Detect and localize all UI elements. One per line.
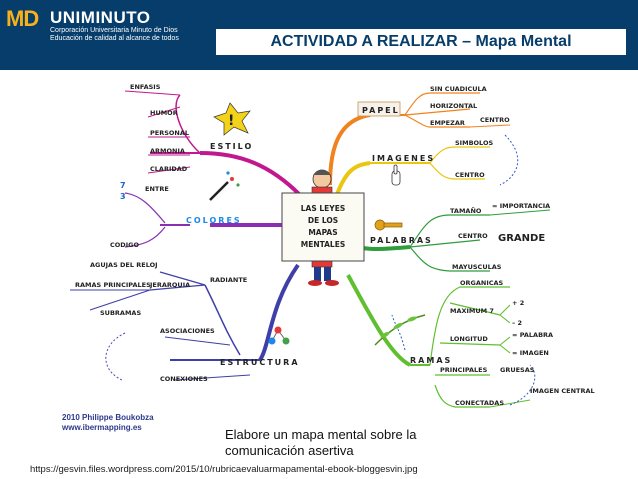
exclamation-icon: !: [213, 102, 251, 136]
task-instruction: Elabore un mapa mental sobre la comunica…: [225, 427, 417, 459]
papel-item-horizontal: HORIZONTAL: [430, 102, 477, 110]
svg-text:!: !: [228, 113, 234, 129]
imagenes-item-simbolos: SIMBOLOS: [455, 139, 493, 147]
number-three: 3: [120, 192, 126, 201]
estilo-item-enfasis: ENFASIS: [130, 83, 161, 91]
estructura-item-jerarquia: JERARQUIA: [149, 281, 190, 289]
branch-ramas: RAMAS ORGANICAS MAXIMUM 7 + 2 – 2 LONGIT…: [346, 274, 595, 408]
credit-website: www.ibermapping.es: [62, 423, 142, 432]
logo-md-mark: MD: [6, 6, 39, 31]
ramas-item-imagen-central: IMAGEN CENTRAL: [530, 387, 595, 395]
estructura-item-ramas-principales: RAMAS PRINCIPALES: [75, 281, 151, 289]
ramas-item-longitud: LONGITUD: [450, 335, 488, 343]
palabras-item-importancia: = IMPORTANCIA: [492, 202, 550, 210]
ramas-item-gruesas: GRUESAS: [500, 366, 535, 374]
center-line-1: LAS LEYES: [301, 204, 345, 213]
palabras-item-grande: GRANDE: [498, 233, 545, 244]
estilo-label: ESTILO: [210, 142, 253, 151]
colores-item-entre: ENTRE: [145, 185, 169, 193]
palabras-label: PALABRAS: [370, 236, 433, 245]
credit-author: 2010 Philippe Boukobza: [62, 413, 154, 422]
palabras-item-centro: CENTRO: [458, 232, 488, 240]
ramas-item-minus-two: – 2: [512, 319, 522, 327]
mind-map: ESTILO ENFASIS HUMOR PERSONAL ARMONIA CL…: [70, 83, 595, 408]
ramas-item-imagen: = IMAGEN: [512, 349, 549, 357]
branch-colores: COLORES ENTRE CODIGO 7 3: [110, 171, 293, 249]
estructura-item-radiante: RADIANTE: [210, 276, 247, 284]
ramas-item-maximum: MAXIMUM 7: [450, 307, 494, 315]
palabras-item-mayusculas: MAYUSCULAS: [452, 263, 502, 271]
leaf-branch-icon: [374, 314, 426, 346]
molecule-icon: [268, 326, 290, 345]
colores-label: COLORES: [186, 216, 242, 225]
center-line-3: MAPAS: [308, 228, 337, 237]
estilo-item-claridad: CLARIDAD: [150, 165, 188, 173]
estilo-item-personal: PERSONAL: [150, 129, 189, 137]
estilo-item-armonia: ARMONIA: [150, 147, 185, 155]
magic-wand-icon: [209, 171, 240, 201]
estructura-label: ESTRUCTURA: [220, 358, 300, 367]
key-icon: [374, 219, 403, 231]
pointer-hand-icon: [391, 164, 401, 186]
header-banner: MD UNIMINUTO Corporación Universitaria M…: [0, 0, 638, 70]
ramas-item-palabra: = PALABRA: [512, 331, 553, 339]
task-line-2: comunicación asertiva: [225, 443, 354, 458]
branch-estructura: ESTRUCTURA AGUJAS DEL RELOJ RAMAS PRINCI…: [70, 261, 300, 383]
estructura-item-asociaciones: ASOCIACIONES: [160, 327, 215, 335]
ramas-item-principales: PRINCIPALES: [440, 366, 488, 374]
papel-item-centro: CENTRO: [480, 116, 510, 124]
estructura-item-agujas: AGUJAS DEL RELOJ: [90, 261, 158, 269]
estructura-item-conexiones: CONEXIONES: [160, 375, 208, 383]
papel-item-sin-cuadicula: SIN CUADICULA: [430, 85, 487, 93]
number-seven: 7: [120, 181, 126, 190]
branch-palabras: PALABRAS TAMAÑO = IMPORTANCIA CENTRO GRA…: [344, 202, 550, 272]
task-line-1: Elabore un mapa mental sobre la: [225, 427, 417, 442]
ramas-item-conectadas: CONECTADAS: [455, 399, 504, 407]
logo-tagline-1: Corporación Universitaria Minuto de Dios: [50, 27, 178, 34]
slide-title: ACTIVIDAD A REALIZAR – Mapa Mental: [216, 29, 626, 55]
branch-imagenes: IMAGENES SIMBOLOS CENTRO: [333, 139, 493, 201]
estructura-item-subramas: SUBRAMAS: [100, 309, 141, 317]
logo-tagline-2: Educación de calidad al alcance de todos: [50, 35, 179, 42]
center-character: LAS LEYES DE LOS MAPAS MENTALES: [281, 169, 365, 286]
imagenes-label: IMAGENES: [372, 154, 435, 163]
ramas-label: RAMAS: [410, 356, 452, 365]
uniminuto-logo: MD UNIMINUTO Corporación Universitaria M…: [4, 4, 214, 44]
logo-name: UNIMINUTO: [50, 8, 151, 27]
palabras-item-tamano: TAMAÑO: [450, 206, 482, 215]
ramas-item-organicas: ORGANICAS: [460, 279, 504, 287]
mindmap-credit: 2010 Philippe Boukobza www.ibermapping.e…: [62, 413, 154, 433]
center-line-2: DE LOS: [308, 216, 338, 225]
estilo-item-humor: HUMOR: [150, 109, 178, 117]
center-line-4: MENTALES: [301, 240, 346, 249]
source-url: https://gesvin.files.wordpress.com/2015/…: [30, 464, 418, 475]
branch-papel: PAPEL SIN CUADICULA HORIZONTAL EMPEZAR C…: [328, 85, 519, 186]
branch-estilo: ESTILO ENFASIS HUMOR PERSONAL ARMONIA CL…: [124, 83, 302, 197]
imagenes-item-centro: CENTRO: [455, 171, 485, 179]
ramas-item-plus-two: + 2: [512, 299, 524, 307]
papel-label: PAPEL: [362, 106, 400, 115]
colores-item-codigo: CODIGO: [110, 241, 139, 249]
papel-item-empezar: EMPEZAR: [430, 119, 465, 127]
